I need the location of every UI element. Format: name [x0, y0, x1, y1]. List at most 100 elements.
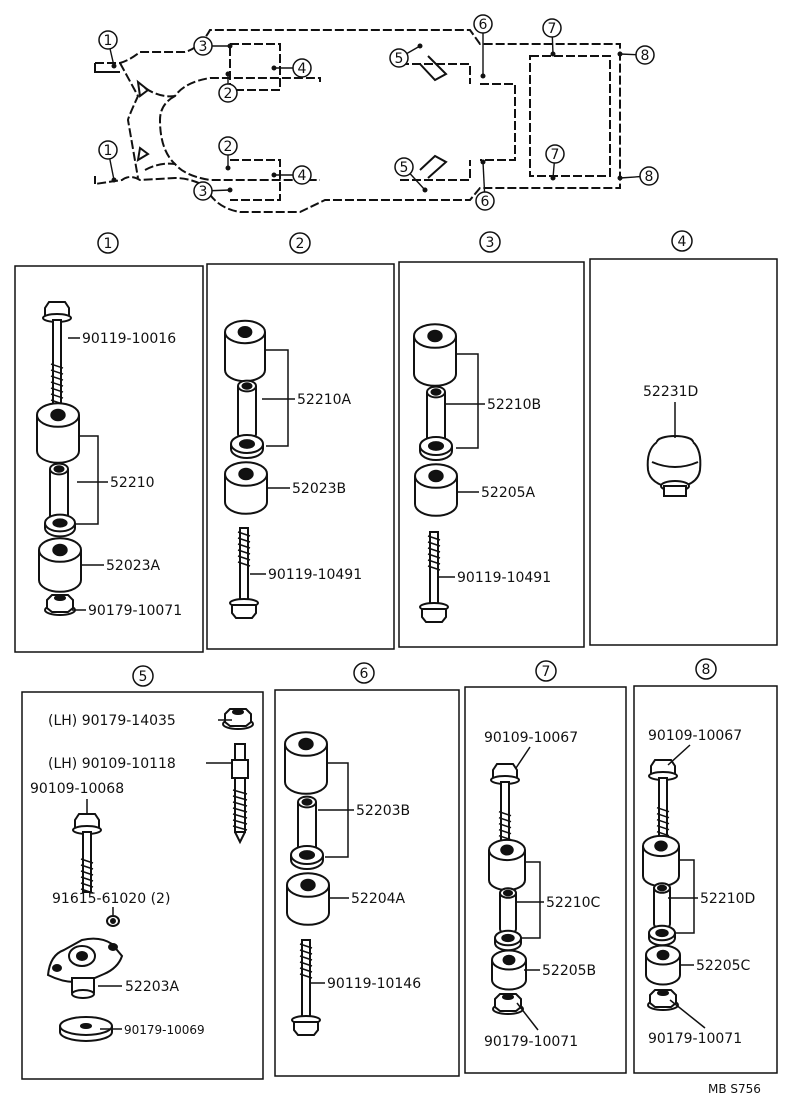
panel-8-part-4: 90179-10071: [648, 1031, 742, 1047]
panel-1-part-3: 52023A: [106, 558, 161, 574]
sleeve-52210D: [653, 882, 671, 930]
washer-52210B: [419, 436, 453, 461]
bushing-52210C-upper: [488, 838, 526, 892]
panel-4-frame: [589, 258, 778, 646]
panel-5-part-5: 52203A: [125, 979, 180, 995]
panel-1-part-2: 52210: [110, 475, 155, 491]
overview-marker-label: 1: [104, 143, 113, 159]
bolt-90109-10067-a: [490, 763, 520, 853]
nut-90179-10071: [44, 594, 76, 616]
washer-52210C: [494, 929, 522, 952]
bolt-90119-10491-b: [419, 531, 449, 623]
parts-art: [36, 301, 702, 1042]
overview-marker-label: 4: [298, 168, 307, 184]
overview-marker-4: 4: [271, 165, 312, 185]
overview-marker-label: 1: [104, 33, 113, 49]
panel-header-label: 4: [678, 234, 687, 250]
overview-marker-label: 8: [641, 48, 650, 64]
bolt-90119-10016: [42, 301, 72, 419]
panel-1-header: 1: [97, 232, 119, 254]
overview-marker-8: 8: [617, 45, 655, 65]
panel-3-part-2: 52205A: [481, 485, 536, 501]
overview-marker-label: 6: [481, 194, 490, 210]
panel-1-part-1: 90119-10016: [82, 331, 176, 347]
panel-headers: 1 2 3 4 5 6 7 8: [97, 230, 717, 687]
nut-90179-14035: [222, 708, 254, 730]
cushion-52023B: [224, 461, 268, 515]
panel-8-part-2: 52210D: [700, 891, 755, 907]
overview-marker-label: 5: [400, 160, 409, 176]
panel-5-part-2: (LH) 90109-10118: [48, 756, 176, 772]
panel-2-part-2: 52023B: [292, 481, 346, 497]
bushing-52210-upper: [36, 402, 80, 464]
panel-7-part-2: 52210C: [546, 895, 601, 911]
bushing-52210B-upper: [413, 323, 457, 387]
cushion-52205A: [414, 463, 458, 517]
washer-52210D: [648, 924, 676, 947]
leader-lines: [68, 337, 706, 1031]
bolt-90109-10068: [72, 813, 102, 894]
overview-marker-label: 4: [298, 61, 307, 77]
sleeve-52210A: [237, 379, 257, 441]
overview-marker-label: 2: [224, 139, 233, 155]
sleeve-52210C: [499, 887, 517, 935]
panel-7-part-1: 90109-10067: [484, 730, 578, 746]
panel-6-frame: [274, 689, 460, 1077]
overview-marker-label: 6: [479, 17, 488, 33]
panel-4-part-1: 52231D: [643, 384, 698, 400]
overview-marker-label: 5: [395, 51, 404, 67]
overview-markers: 1 1 2 2 3 3 4 4 5 5 6 6 7 7 8 8: [98, 14, 659, 211]
panel-header-label: 8: [702, 662, 711, 678]
panel-5-header: 5: [132, 665, 154, 687]
diagram-code: MB S756: [708, 1082, 761, 1096]
sleeve-52210: [49, 462, 69, 524]
overview-marker-label: 7: [551, 147, 560, 163]
panel-7-header: 7: [535, 660, 557, 682]
panel-5-part-1: (LH) 90179-14035: [48, 713, 176, 729]
panel-3-part-3: 90119-10491: [457, 570, 551, 586]
washer-52210: [44, 513, 76, 538]
part-labels: 90119-10016 52210 52023A 90179-10071 522…: [30, 331, 755, 1050]
panel-3-header: 3: [479, 231, 501, 253]
overview-marker-7: 7: [542, 18, 562, 57]
bolt-90109-10067-b: [648, 759, 678, 849]
overview-marker-5: 5: [389, 43, 423, 68]
panel-frames: [14, 258, 778, 1080]
washer-52203B: [290, 845, 324, 870]
overview-marker-2: 2: [218, 136, 238, 171]
nut-90179-10071-b: [647, 989, 679, 1011]
sleeve-52210B: [426, 385, 446, 445]
overview-marker-8: 8: [617, 166, 659, 186]
panel-1-frame: [14, 265, 204, 653]
panel-7-part-3: 52205B: [542, 963, 596, 979]
panel-header-label: 3: [486, 235, 495, 251]
panel-7-frame: [464, 686, 627, 1074]
cushion-52023A: [38, 537, 82, 593]
overview-marker-6: 6: [475, 159, 495, 211]
cushion-52205C: [645, 944, 681, 986]
bushing-52210D-upper: [642, 834, 680, 888]
overview-marker-label: 2: [224, 86, 233, 102]
panel-5-part-6: 90179-10069: [124, 1023, 205, 1037]
bushing-52210A-upper: [224, 319, 266, 383]
panel-header-label: 6: [360, 666, 369, 682]
washer-91615-61020: [106, 915, 120, 927]
nut-90179-10071-a: [492, 993, 524, 1015]
panel-5-part-4: 91615-61020 (2): [52, 891, 170, 907]
panel-6-part-2: 52204A: [351, 891, 406, 907]
overview-marker-6: 6: [473, 14, 493, 79]
overview-marker-label: 7: [548, 21, 557, 37]
panel-5-part-3: 90109-10068: [30, 781, 124, 797]
overview-marker-1: 1: [98, 140, 118, 183]
overview-marker-3: 3: [193, 36, 233, 56]
panel-header-label: 1: [104, 236, 113, 252]
panel-header-label: 7: [542, 664, 551, 680]
overview-marker-label: 3: [199, 39, 208, 55]
panel-header-label: 2: [296, 236, 305, 252]
panel-2-frame: [206, 263, 395, 650]
overview-marker-3: 3: [193, 181, 233, 201]
frame-outline-solid: [94, 55, 448, 184]
panel-8-frame: [633, 685, 778, 1074]
